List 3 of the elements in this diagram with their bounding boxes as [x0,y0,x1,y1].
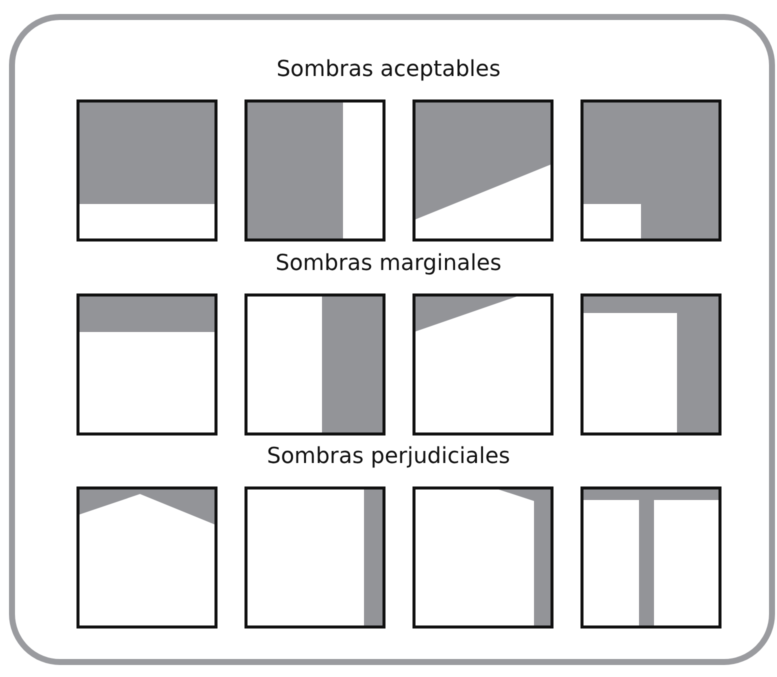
row-heading: Sombras aceptables [276,57,501,82]
row-heading: Sombras marginales [276,251,502,276]
row-heading: Sombras perjudiciales [266,444,510,469]
